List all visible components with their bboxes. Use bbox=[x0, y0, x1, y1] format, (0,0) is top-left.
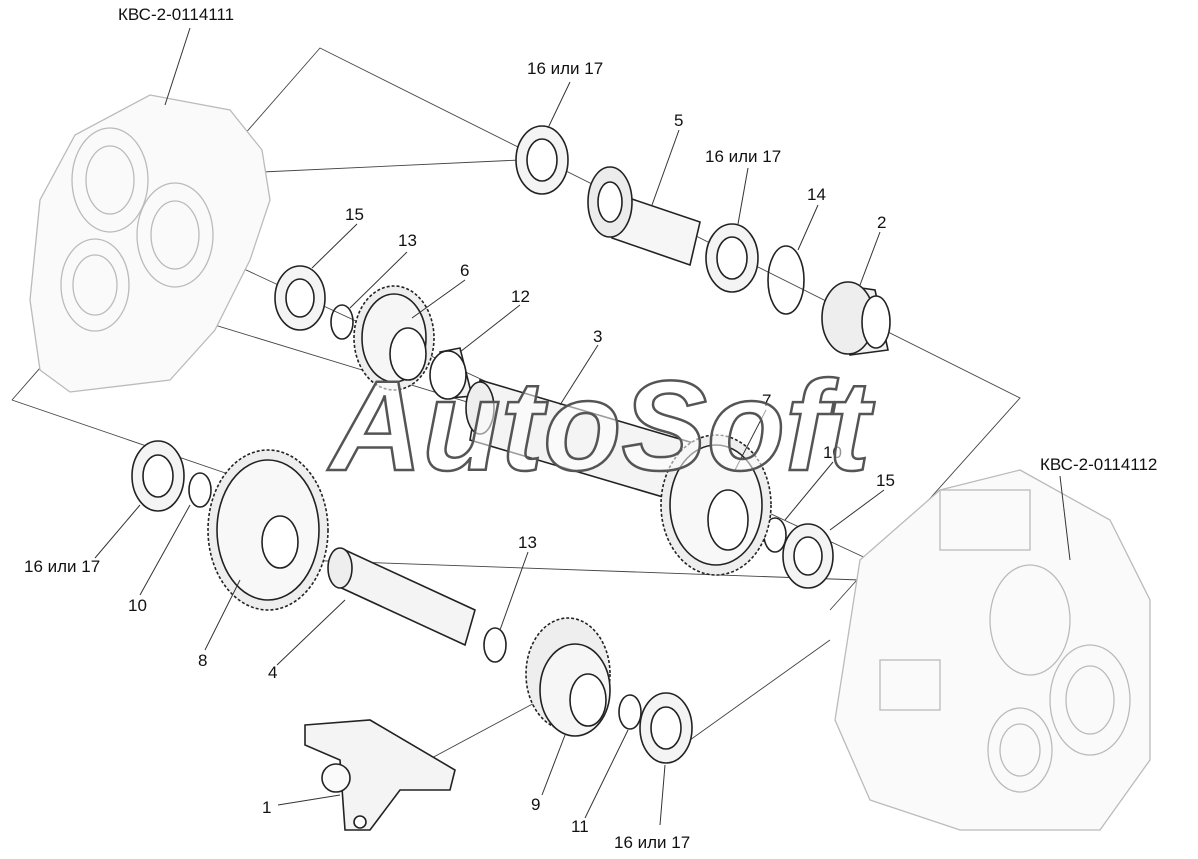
bearing-bottom bbox=[639, 692, 693, 764]
label-part-12: 12 bbox=[511, 287, 530, 306]
right-housing bbox=[834, 469, 1151, 831]
shaft-5 bbox=[587, 166, 701, 267]
shaft-3 bbox=[465, 378, 701, 507]
label-part-5: 5 bbox=[674, 111, 683, 130]
label-bearing-top: 16 или 17 bbox=[527, 59, 603, 78]
label-part-7: 7 bbox=[762, 391, 771, 410]
label-part-15-left: 15 bbox=[345, 205, 364, 224]
gear-9 bbox=[525, 617, 611, 737]
label-bearing-mid: 16 или 17 bbox=[705, 147, 781, 166]
label-part-8: 8 bbox=[198, 651, 207, 670]
label-part-10-right: 10 bbox=[823, 443, 842, 462]
watermark: AutoSoft bbox=[327, 355, 875, 498]
gear-8 bbox=[207, 449, 329, 611]
shaft-4 bbox=[327, 547, 476, 647]
bushing-2 bbox=[821, 281, 891, 356]
label-bearing-left: 16 или 17 bbox=[24, 557, 100, 576]
label-part-13-top: 13 bbox=[398, 231, 417, 250]
bearing-mid bbox=[705, 223, 759, 293]
right-housing-code: КВС-2-0114112 bbox=[1040, 455, 1157, 474]
label-part-4: 4 bbox=[268, 663, 277, 682]
gear-7 bbox=[660, 434, 772, 576]
leader-lines bbox=[94, 27, 1071, 826]
label-part-3: 3 bbox=[593, 327, 602, 346]
label-part-6: 6 bbox=[460, 261, 469, 280]
left-housing bbox=[29, 94, 271, 393]
label-bearing-bottom: 16 или 17 bbox=[614, 833, 690, 852]
sleeve-12 bbox=[429, 347, 474, 400]
label-part-9: 9 bbox=[531, 795, 540, 814]
label-part-15-right: 15 bbox=[876, 471, 895, 490]
part-labels: КВС-2-0114111 КВС-2-0114112 16 или 17 16… bbox=[24, 5, 1157, 852]
left-housing-code: КВС-2-0114111 bbox=[118, 5, 234, 24]
bearing-15-right bbox=[782, 523, 834, 589]
label-part-2: 2 bbox=[877, 213, 886, 232]
gear-6 bbox=[353, 285, 435, 391]
label-part-13-bottom: 13 bbox=[518, 533, 537, 552]
shift-fork-1 bbox=[304, 719, 456, 831]
label-part-14: 14 bbox=[807, 185, 826, 204]
label-part-1: 1 bbox=[262, 798, 271, 817]
label-part-10-left: 10 bbox=[128, 596, 147, 615]
bearing-top bbox=[515, 125, 569, 195]
bearing-15-left bbox=[274, 265, 326, 331]
label-part-11: 11 bbox=[571, 817, 589, 836]
bearing-left bbox=[131, 440, 185, 512]
